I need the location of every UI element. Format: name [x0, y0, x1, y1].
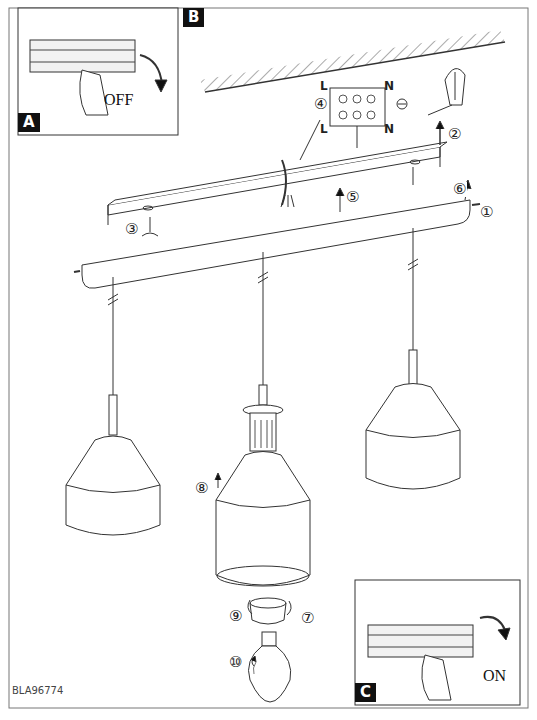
- callout-number: ⑦: [300, 611, 315, 626]
- switch-on-panel: ON C: [355, 580, 520, 705]
- step-letter: B: [183, 8, 204, 27]
- switch-off-panel: BOFFA: [18, 8, 178, 135]
- callout-number: ⑤: [345, 190, 360, 205]
- terminal-label: N: [384, 80, 394, 92]
- callout-number: ⑩: [228, 655, 243, 670]
- callout-number: ②: [447, 127, 462, 142]
- callout-number: ⑥: [452, 182, 467, 197]
- step-letter: C: [355, 683, 376, 702]
- switch-state: ON: [483, 668, 506, 684]
- callout-number: ③: [124, 222, 139, 237]
- terminal-label: L: [320, 123, 328, 135]
- callout-number: ⑧: [194, 481, 209, 496]
- product-code: BLA96774: [12, 686, 63, 696]
- callout-number: ⑨: [228, 609, 243, 624]
- terminal-label: L: [320, 80, 328, 92]
- step-letter: A: [18, 113, 40, 132]
- switch-state: OFF: [104, 92, 133, 108]
- callout-number: ①: [479, 205, 494, 220]
- terminal-label: N: [384, 123, 394, 135]
- callout-number: ④: [313, 97, 328, 112]
